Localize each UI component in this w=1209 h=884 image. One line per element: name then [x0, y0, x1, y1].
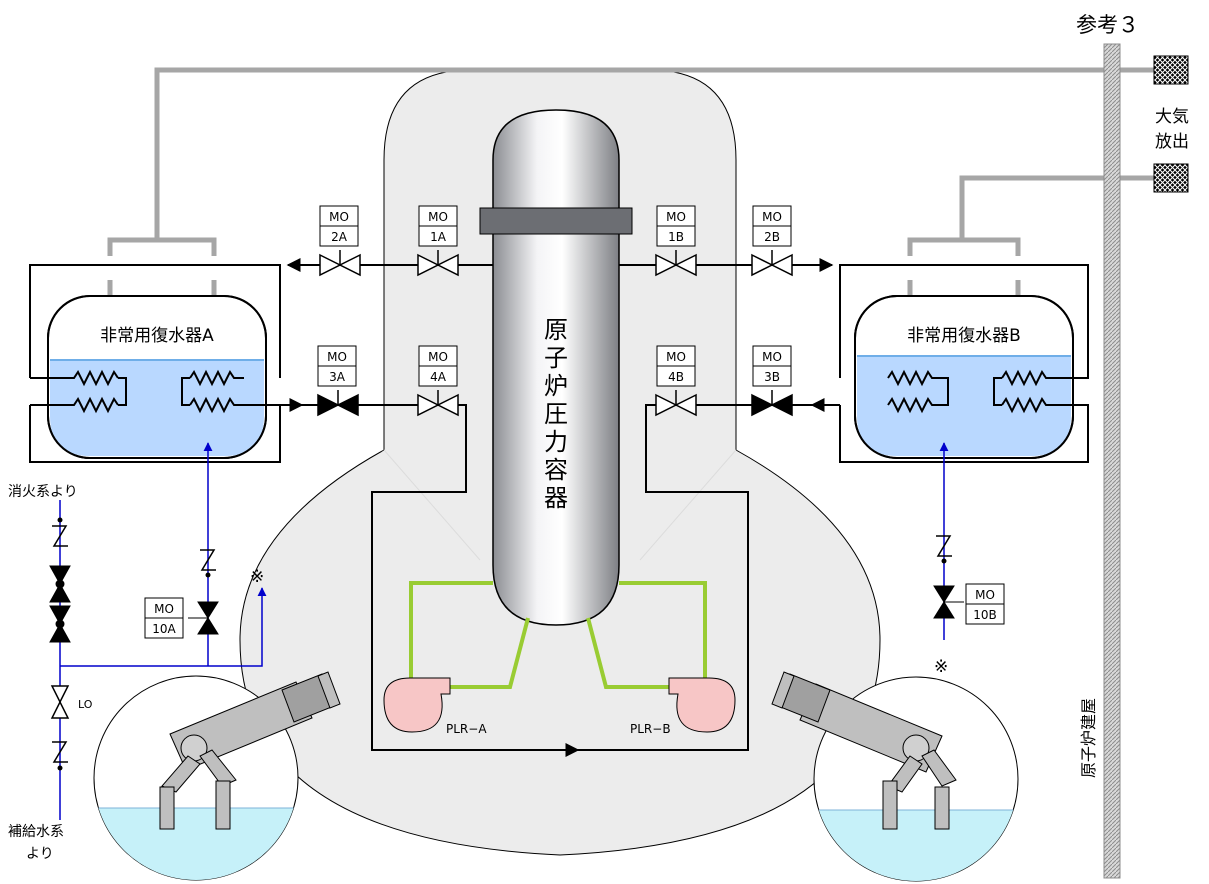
plr-pipe-a-suction	[409, 581, 493, 683]
valve-id: 2B	[764, 230, 780, 244]
condenser-a	[47, 295, 267, 459]
gate-valve-icon	[417, 390, 459, 417]
mo-tag: MO	[327, 350, 347, 364]
mo-tag: MO	[666, 350, 686, 364]
plr-pipe-b-suction	[619, 581, 707, 683]
vessel-label-char: 器	[544, 484, 568, 512]
reactor-pressure-vessel	[479, 109, 633, 626]
mo-tag: MO	[666, 210, 686, 224]
condenser-a-label: 非常用復水器A	[100, 326, 214, 346]
vent-line-a	[154, 67, 1154, 240]
plr-pipe-b-discharge	[586, 617, 672, 689]
vent-pipe-a	[159, 671, 341, 830]
valve-box-2b: MO 2B	[752, 205, 792, 247]
valve-id: 1A	[430, 230, 447, 244]
vent-stubs-b	[907, 280, 1021, 296]
plr-pump-b	[668, 677, 736, 733]
gate-valve-icon	[417, 250, 459, 277]
vessel-label-char: 子	[544, 344, 568, 372]
atmosphere-label: 放出	[1155, 132, 1189, 152]
pump-b-label: PLR−B	[630, 722, 671, 736]
lo-valve-icon	[50, 685, 70, 719]
junction-dot	[205, 572, 211, 578]
reactor-building-wall	[1103, 43, 1121, 879]
valve-box-3a: MO 3A	[317, 345, 357, 387]
atmosphere-label: 大気	[1155, 107, 1189, 127]
check-valve-icon	[52, 525, 68, 547]
mo-tag: MO	[762, 210, 782, 224]
check-valve-icon	[936, 535, 952, 557]
makeup-water-label: 補給水系	[8, 824, 64, 840]
valve-id: 1B	[668, 230, 684, 244]
exhaust-grid-icon	[1153, 55, 1189, 85]
closed-valve-icon	[317, 390, 359, 417]
vent-header-b	[907, 237, 1021, 256]
valve-box-3b: MO 3B	[752, 345, 792, 387]
junction-dot	[941, 558, 947, 564]
plr-pump-a	[383, 677, 451, 733]
valve-box-2a: MO 2A	[319, 205, 359, 247]
closed-valve-icon	[49, 605, 71, 643]
valve-id: 3A	[329, 370, 346, 384]
vent-line-b	[959, 175, 1154, 240]
mo-tag: MO	[329, 210, 349, 224]
valve-box-1a: MO 1A	[418, 205, 458, 247]
junction-dot	[57, 765, 63, 771]
valve-id: 4B	[668, 370, 684, 384]
valve-box-4b: MO 4B	[656, 345, 696, 387]
vent-pipe-b	[771, 671, 957, 830]
page-label: 参考３	[1076, 13, 1139, 37]
valve-box-10a: MO 10A	[144, 597, 184, 639]
valve-id: 10B	[973, 608, 997, 622]
mo-tag: MO	[428, 350, 448, 364]
valve-box-1b: MO 1B	[656, 205, 696, 247]
vent-lines	[107, 67, 1154, 296]
valve-id: 2A	[331, 230, 348, 244]
check-valve-icon	[52, 741, 68, 763]
closed-valve-icon	[933, 585, 964, 619]
mo-tag: MO	[428, 210, 448, 224]
gate-valve-icon	[751, 250, 793, 277]
fire-system-label: 消火系より	[8, 484, 78, 500]
vessel-label-char: 容	[544, 456, 568, 484]
gate-valve-icon	[655, 250, 697, 277]
building-label: 原子炉建屋	[1079, 698, 1098, 778]
mo-tag: MO	[975, 588, 995, 602]
vessel-label-char: 炉	[544, 372, 568, 400]
vent-header-a	[107, 237, 217, 256]
condenser-a-coils	[30, 369, 244, 414]
valve-box-10b: MO 10B	[965, 583, 1005, 625]
closed-valve-icon	[188, 601, 219, 635]
vessel-label-char: 力	[544, 428, 568, 456]
lo-label: LO	[78, 698, 93, 711]
check-valve-icon	[200, 549, 216, 571]
vessel-label-char: 圧	[544, 400, 568, 428]
exhaust-grid-icon	[1153, 163, 1189, 193]
vessel-label: 原 子 炉 圧 力 容 器	[544, 316, 568, 512]
condenser-b-coils	[887, 369, 1080, 414]
closed-valve-icon	[49, 565, 71, 603]
pump-a-label: PLR−A	[446, 722, 487, 736]
vent-stubs-a	[107, 280, 217, 296]
valve-box-4a: MO 4A	[418, 345, 458, 387]
valve-id: 3B	[764, 370, 780, 384]
junction-dot	[57, 517, 63, 523]
condenser-b-label: 非常用復水器B	[907, 326, 1021, 346]
makeup-water-label: より	[26, 846, 54, 862]
gate-valve-icon	[319, 250, 361, 277]
reference-mark: ※	[250, 567, 264, 587]
valve-id: 10A	[152, 622, 176, 636]
reference-mark: ※	[934, 657, 948, 677]
mo-tag: MO	[762, 350, 782, 364]
plr-pipe-a-discharge	[448, 617, 530, 689]
mo-boxes: MO 2A MO 1A MO 1B MO 2B MO 3A MO 4A	[144, 205, 1005, 639]
vessel-label-char: 原	[544, 316, 568, 344]
mo-tag: MO	[154, 602, 174, 616]
closed-valve-icon	[751, 390, 793, 417]
gate-valve-icon	[655, 390, 697, 417]
flow-arrows	[280, 258, 836, 412]
containment-shading	[383, 449, 737, 561]
valve-id: 4A	[430, 370, 447, 384]
